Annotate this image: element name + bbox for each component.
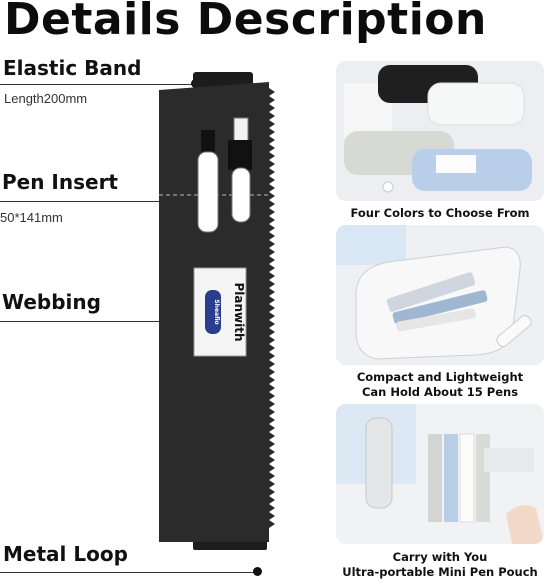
elastic-band-length: Length200mm: [4, 91, 88, 106]
loose-pen: [496, 315, 532, 347]
pen-inside-3: [396, 308, 476, 332]
elastic-band-label: Elastic Band: [3, 56, 142, 80]
pen-insert-leader-line: [0, 201, 178, 202]
pouch-white: [427, 82, 525, 126]
pen-insert-size: 50*141mm: [0, 210, 63, 225]
elastic-band-leader-line: [0, 84, 196, 85]
carry-caption-line-1: Carry with You: [392, 550, 488, 564]
pen-grip-right: [228, 140, 252, 170]
keyboard: [484, 448, 534, 472]
carry-caption: Carry with You Ultra-portable Mini Pen P…: [330, 550, 547, 580]
hand: [506, 505, 544, 544]
badge-pill: [205, 290, 221, 334]
carry-photo: [336, 404, 544, 544]
page-title: Details Description: [4, 0, 487, 45]
pen-pouch-illustration: Planwith Sheafio: [157, 72, 323, 550]
compact-image: [336, 225, 544, 365]
four-colors-image: [336, 61, 544, 201]
webbing-label: Webbing: [2, 290, 101, 314]
pen-pouch-graphic: Planwith Sheafio: [159, 72, 275, 550]
webbing-leader-line: [0, 321, 194, 322]
brand-tag-brand: Planwith: [232, 282, 246, 341]
compact-caption-line-2: Can Hold About 15 Pens: [361, 385, 519, 399]
compact-caption: Compact and Lightweight Can Hold About 1…: [330, 370, 547, 400]
compact-caption-line-1: Compact and Lightweight: [356, 370, 524, 384]
pen-insert-label: Pen Insert: [2, 170, 118, 194]
carry-caption-line-2: Ultra-portable Mini Pen Pouch: [342, 565, 538, 579]
four-colors-caption-line: Four Colors to Choose From: [350, 206, 530, 220]
earbud: [382, 181, 394, 193]
blue-tag: [436, 155, 476, 173]
metal-loop-leader-line: [0, 572, 258, 573]
pen-inside-2: [392, 290, 488, 324]
strip-white: [459, 433, 475, 523]
standing-pouch: [365, 417, 393, 509]
metal-loop-label: Metal Loop: [3, 542, 128, 566]
carry-image: [336, 404, 544, 544]
blue-book: [336, 225, 406, 265]
pen-right: [231, 167, 251, 223]
brand-tag-badge: Sheafio: [213, 299, 220, 324]
pen-inside-1: [386, 272, 476, 312]
metal-loop-pointer-dot: [253, 567, 262, 576]
four-colors-photo: [336, 61, 544, 201]
strip-blue: [444, 434, 458, 522]
pen-left: [197, 151, 219, 233]
compact-photo: [336, 225, 544, 365]
strip-gray: [428, 434, 442, 522]
strip-gray-2: [476, 434, 490, 522]
four-colors-caption: Four Colors to Choose From: [330, 206, 547, 221]
